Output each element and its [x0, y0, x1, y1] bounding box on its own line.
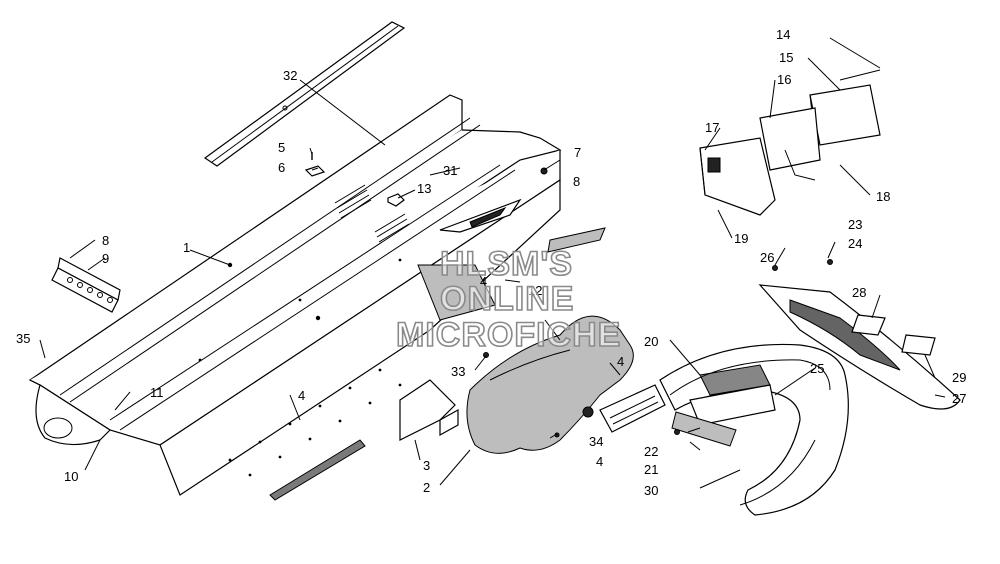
callout-8-a: 8	[573, 174, 580, 189]
callout-34: 34	[589, 434, 603, 449]
callout-27: 27	[952, 391, 966, 406]
callout-13: 13	[417, 181, 431, 196]
callout-5: 5	[278, 140, 285, 155]
part-21-pad	[671, 411, 737, 447]
callout-35: 35	[16, 331, 30, 346]
callout-4-a: 4	[298, 388, 305, 403]
callout-10: 10	[64, 469, 78, 484]
callout-25: 25	[810, 361, 824, 376]
part-28-decal	[851, 314, 886, 336]
part-32-rail-trim	[203, 21, 406, 167]
callout-7: 7	[574, 145, 581, 160]
callout-1: 1	[183, 240, 190, 255]
small-fasteners	[483, 167, 833, 438]
callout-21: 21	[644, 462, 658, 477]
watermark: HLSM'S ONLINE MICROFICHE	[395, 244, 621, 355]
callout-16: 16	[777, 72, 791, 87]
callout-33: 33	[451, 364, 465, 379]
callout-19: 19	[734, 231, 748, 246]
callout-4-d: 4	[617, 354, 624, 369]
callout-15: 15	[779, 50, 793, 65]
callout-11: 11	[150, 385, 164, 400]
part-3-bracket	[399, 379, 459, 441]
callout-26: 26	[760, 250, 774, 265]
callout-3: 3	[423, 458, 430, 473]
callout-29: 29	[952, 370, 966, 385]
callout-32: 32	[283, 68, 297, 83]
callout-2: 2	[423, 480, 430, 495]
callout-28: 28	[852, 285, 866, 300]
callout-24: 24	[848, 236, 862, 251]
part-5-6-fastener	[304, 152, 326, 177]
leader-lines	[39, 37, 946, 489]
callout-6: 6	[278, 160, 285, 175]
part-9-vent-cover	[51, 257, 121, 313]
svg-text:HLSM'S: HLSM'S	[440, 245, 573, 283]
callout-4-c: 4	[596, 454, 603, 469]
part-30-footrest	[599, 384, 666, 433]
part-4-side-plate	[417, 264, 496, 321]
callout-30: 30	[644, 483, 658, 498]
callout-18: 18	[876, 189, 890, 204]
part-1-tunnel	[28, 94, 606, 501]
svg-text:ONLINE: ONLINE	[440, 280, 574, 318]
callout-23: 23	[848, 217, 862, 232]
callout-20: 20	[644, 334, 658, 349]
callout-17: 17	[705, 120, 719, 135]
callout-labels: 32 5 6 31 13 7 8 1 8 9 35 11 10 4 4 12 3…	[16, 27, 966, 498]
callout-12: 12	[528, 283, 542, 298]
part-25-grab-panel	[689, 384, 776, 426]
callout-9: 9	[102, 251, 109, 266]
callout-14: 14	[776, 27, 790, 42]
part-29-decal	[901, 334, 936, 356]
callout-4-b: 4	[480, 274, 487, 289]
svg-text:MICROFICHE: MICROFICHE	[396, 316, 621, 354]
callout-8-b: 8	[102, 233, 109, 248]
part-2-lower-panel	[466, 315, 634, 454]
callout-31: 31	[443, 163, 457, 178]
callout-22: 22	[644, 444, 658, 459]
taillight-assembly	[699, 69, 881, 216]
